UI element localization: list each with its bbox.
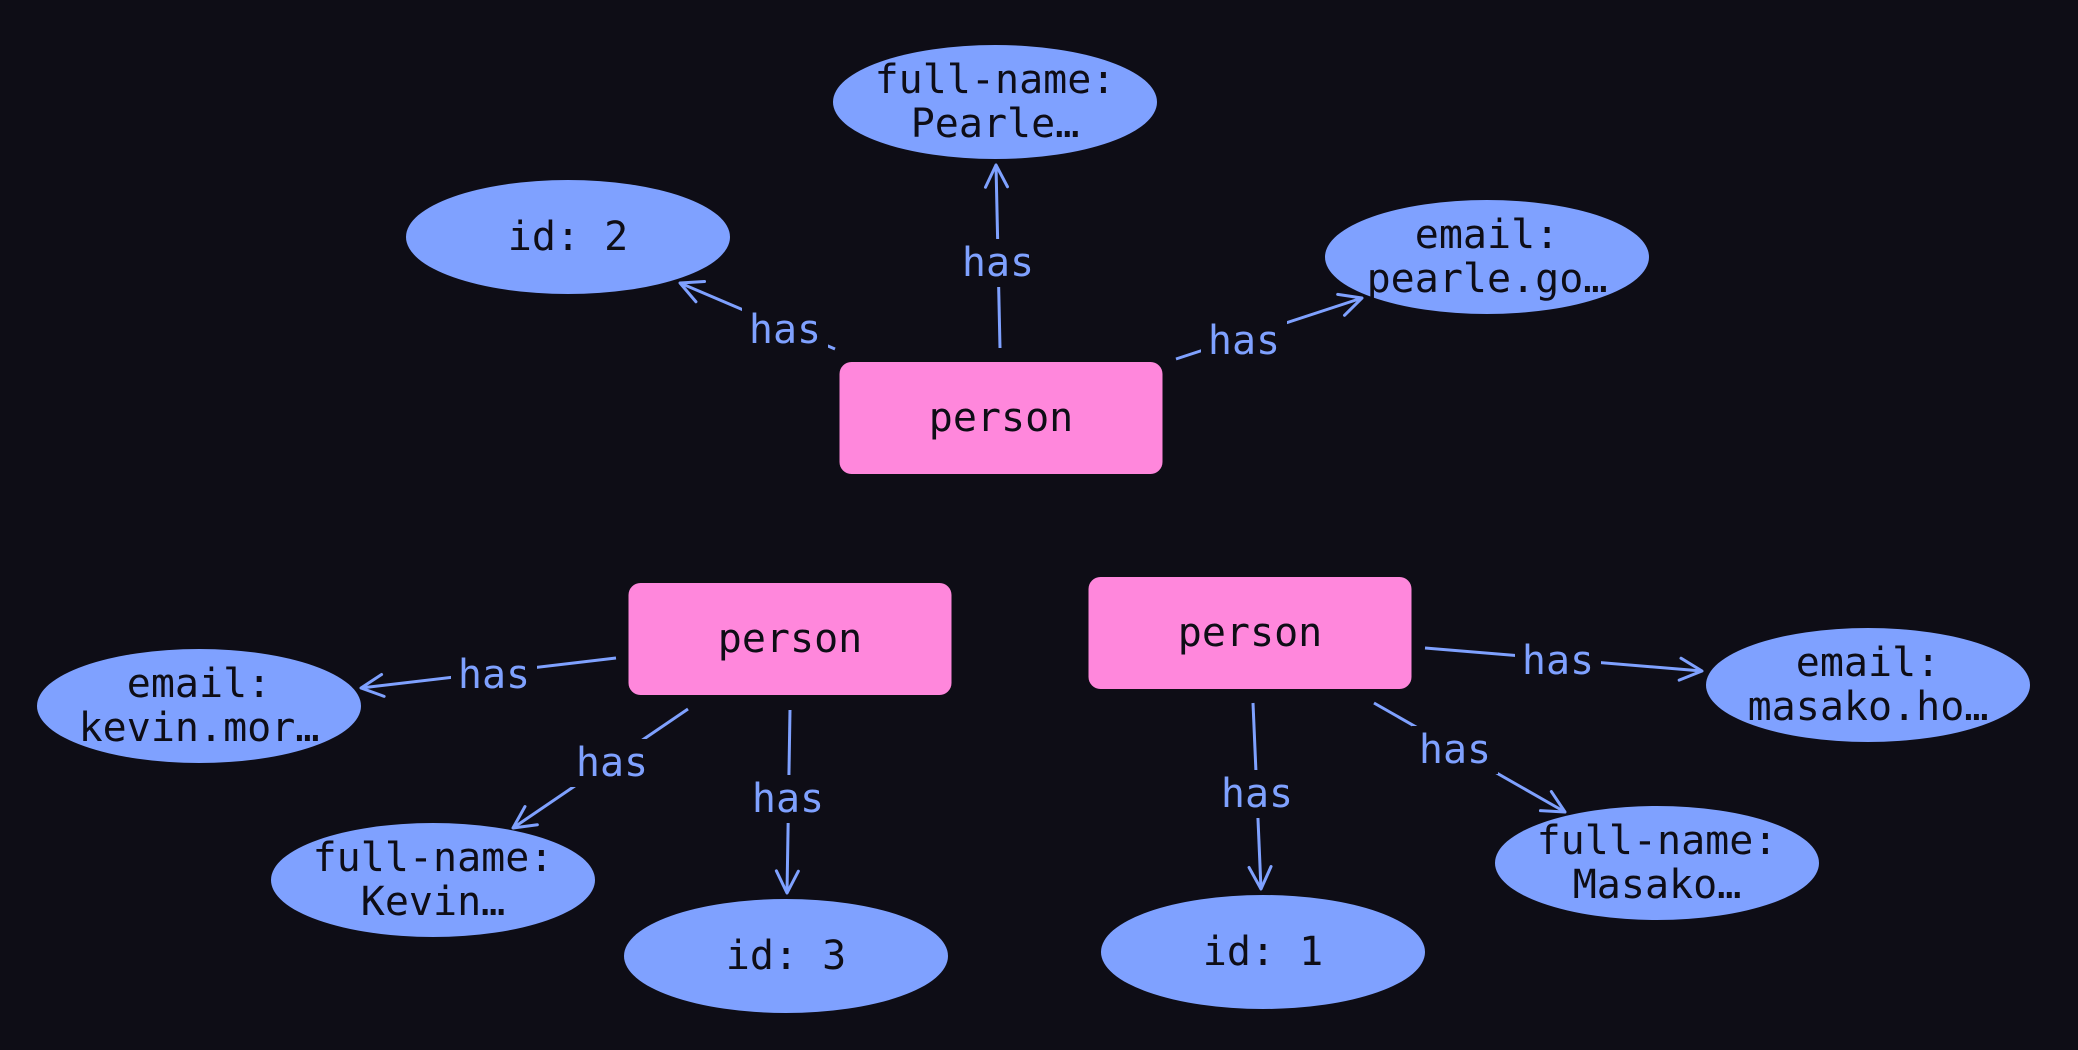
attribute-label: id: 2: [508, 214, 628, 260]
attribute-label: Masako…: [1573, 862, 1742, 908]
entity-node-person_a[interactable]: person: [839, 362, 1163, 474]
arrow-head: [678, 279, 707, 304]
arrow-head: [511, 805, 539, 830]
edge-person_a-id2: has: [678, 279, 836, 354]
attribute-node-id3[interactable]: id: 3: [624, 899, 948, 1013]
attribute-ellipse: [271, 823, 595, 937]
arrow-head: [1247, 865, 1273, 891]
edge-person_a-email_pearle: has: [1175, 292, 1364, 365]
edge-label: has: [1522, 638, 1594, 684]
edge-label: has: [1419, 727, 1491, 773]
attribute-label: masako.ho…: [1748, 684, 1989, 730]
entity-label: person: [718, 616, 863, 662]
attribute-ellipse: [1495, 806, 1819, 920]
arrow-head: [1336, 292, 1364, 317]
edge-label: has: [962, 240, 1034, 286]
attribute-node-email_kevin[interactable]: email:kevin.mor…: [37, 649, 361, 763]
attribute-label: Kevin…: [361, 879, 506, 925]
edge-person_b-fname_kevin: has: [511, 707, 689, 830]
entity-box: [628, 583, 952, 695]
entity-box: [839, 362, 1163, 474]
arrow-head: [359, 673, 386, 698]
attribute-node-id1[interactable]: id: 1: [1101, 895, 1425, 1009]
attribute-node-email_pearle[interactable]: email:pearle.go…: [1325, 200, 1649, 314]
attribute-label: Pearle…: [911, 101, 1080, 147]
edge-label-bg: [955, 239, 1041, 287]
attribute-ellipse: [833, 45, 1157, 159]
edge-person_b-id3: has: [745, 709, 831, 895]
edge-label-bg: [742, 306, 828, 354]
arrow-head: [774, 869, 800, 895]
attribute-label: kevin.mor…: [79, 705, 320, 751]
entity-node-person_c[interactable]: person: [1088, 577, 1412, 689]
arrow-head: [1677, 656, 1704, 682]
edge-label-bg: [745, 775, 831, 823]
entity-node-person_b[interactable]: person: [628, 583, 952, 695]
attribute-ellipse: [1101, 895, 1425, 1009]
edge-label: has: [576, 740, 648, 786]
attribute-ellipse: [406, 180, 730, 294]
attribute-ellipse: [1706, 628, 2030, 742]
edge-label: has: [749, 307, 821, 353]
arrow-head: [1538, 790, 1567, 814]
attribute-label: email:: [127, 661, 272, 707]
edge-person_b-email_kevin: has: [359, 651, 617, 699]
attribute-label: full-name:: [875, 57, 1116, 103]
edge-label: has: [458, 652, 530, 698]
attribute-node-fname_masako[interactable]: full-name:Masako…: [1495, 806, 1819, 920]
arrow-head: [983, 163, 1009, 189]
entity-label: person: [1178, 610, 1323, 656]
attribute-label: email:: [1415, 212, 1560, 258]
edge-label-bg: [451, 651, 537, 699]
attribute-label: full-name:: [313, 835, 554, 881]
attribute-ellipse: [624, 899, 948, 1013]
edge-label: has: [752, 776, 824, 822]
attribute-label: id: 3: [726, 933, 846, 979]
attribute-ellipse: [1325, 200, 1649, 314]
attribute-node-fname_pearle[interactable]: full-name:Pearle…: [833, 45, 1157, 159]
edge-label-bg: [1412, 726, 1498, 774]
entity-label: person: [929, 395, 1074, 441]
edge-label-bg: [1201, 317, 1287, 365]
attribute-label: id: 1: [1203, 929, 1323, 975]
edge-person_c-email_masako: has: [1424, 637, 1704, 685]
attribute-node-id2[interactable]: id: 2: [406, 180, 730, 294]
edge-label: has: [1208, 318, 1280, 364]
edge-person_c-id1: has: [1214, 702, 1300, 891]
attribute-label: pearle.go…: [1367, 256, 1608, 302]
edge-label-bg: [1214, 770, 1300, 818]
attribute-node-email_masako[interactable]: email:masako.ho…: [1706, 628, 2030, 742]
attribute-label: full-name:: [1537, 818, 1778, 864]
edge-person_c-fname_masako: has: [1373, 701, 1567, 814]
attribute-label: email:: [1796, 640, 1941, 686]
edge-label: has: [1221, 771, 1293, 817]
edge-label-bg: [569, 739, 655, 787]
entity-box: [1088, 577, 1412, 689]
attribute-node-fname_kevin[interactable]: full-name:Kevin…: [271, 823, 595, 937]
edge-person_a-fname_pearle: has: [955, 163, 1041, 349]
edge-label-bg: [1515, 637, 1601, 685]
attribute-ellipse: [37, 649, 361, 763]
